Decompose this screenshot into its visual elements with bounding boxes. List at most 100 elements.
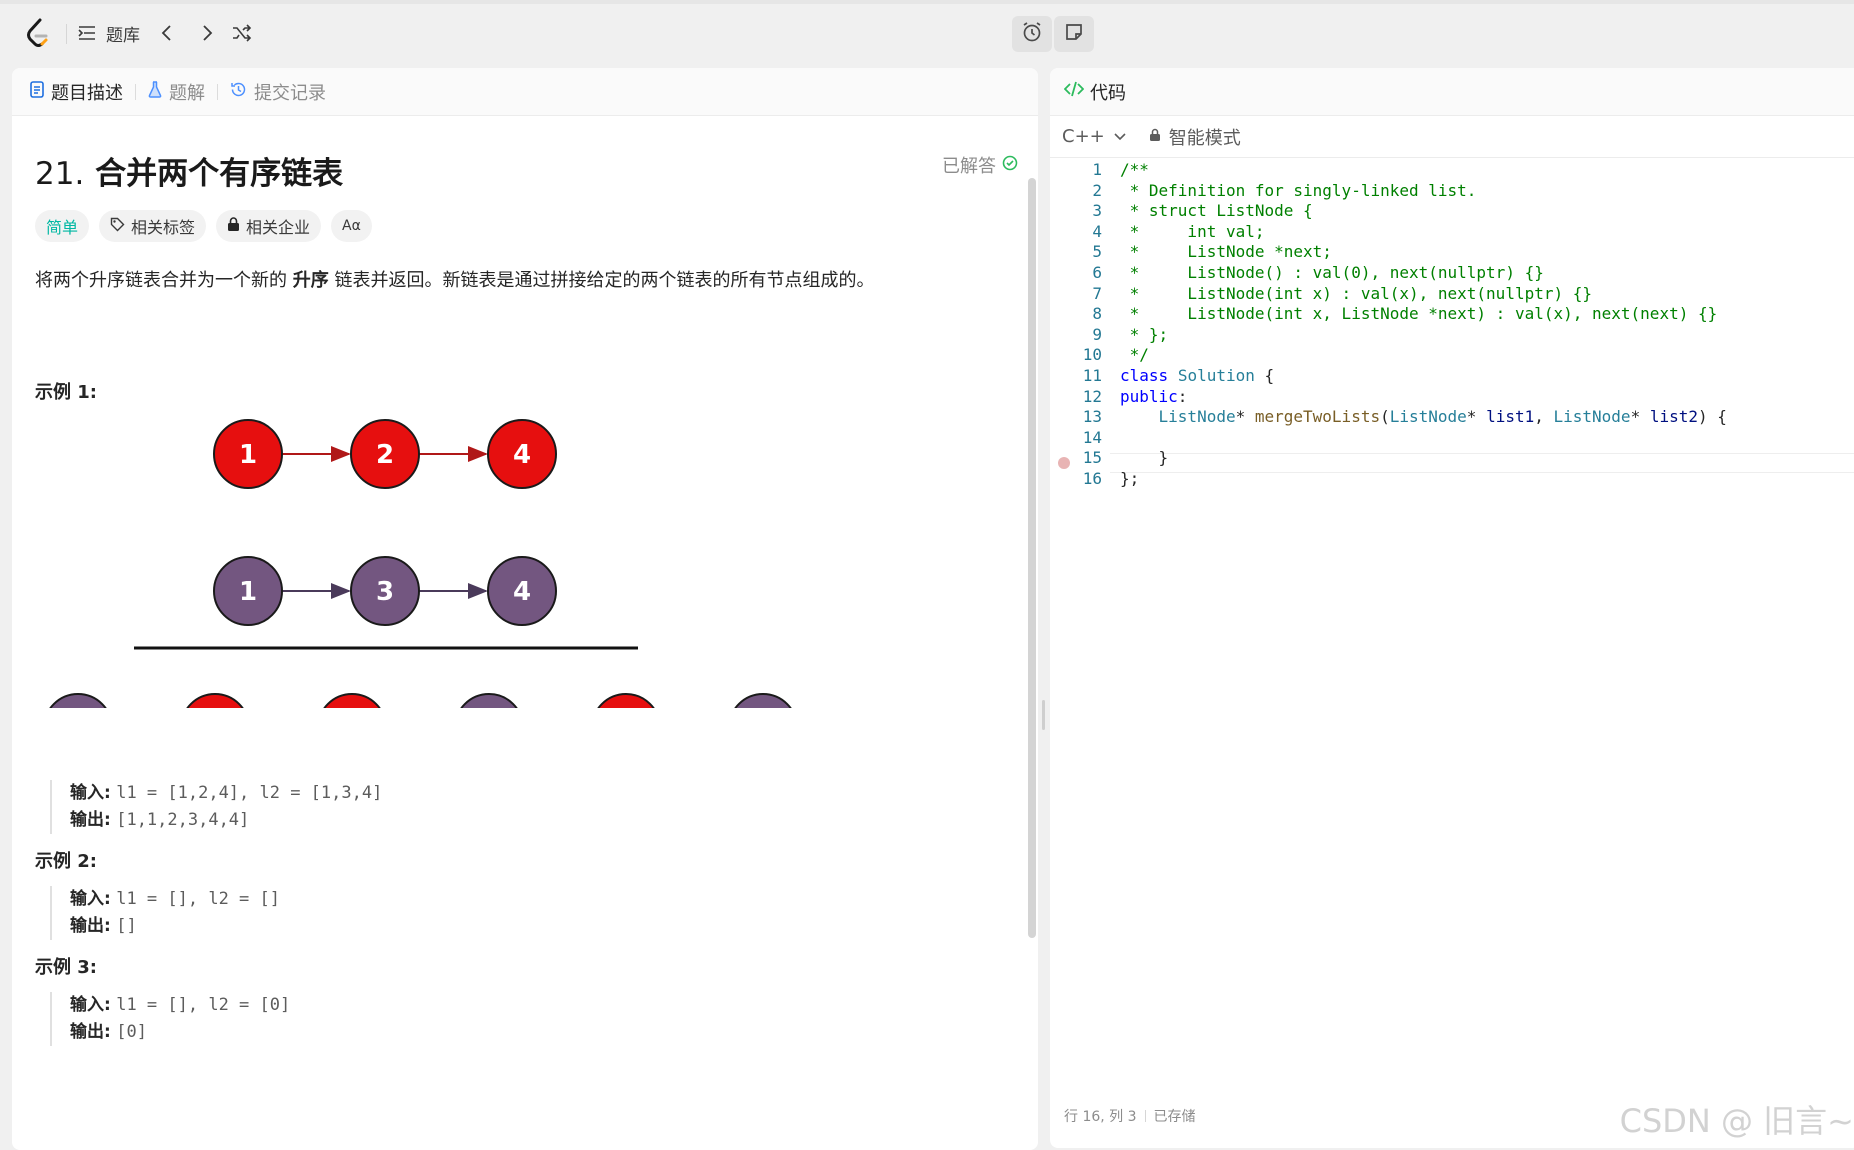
- chevron-right-icon: [200, 24, 214, 42]
- line-number: 8: [1092, 304, 1102, 324]
- solved-status: 已解答: [942, 152, 1018, 178]
- leetcode-logo-icon[interactable]: [24, 18, 52, 48]
- line-number: 5: [1092, 242, 1102, 262]
- line-number: 4: [1092, 221, 1102, 241]
- tag-icon: [110, 217, 125, 236]
- list-icon: [78, 25, 96, 41]
- code-line: 7 * ListNode(int x) : val(x), next(nullp…: [1050, 284, 1854, 305]
- merged-node: [734, 693, 792, 708]
- code-text: * struct ListNode {: [1120, 201, 1313, 221]
- check-circle-icon: [1002, 155, 1018, 176]
- line-number: 6: [1092, 263, 1102, 282]
- merged-node: [186, 693, 244, 708]
- lock-icon: [1149, 126, 1161, 147]
- code-icon: [1063, 81, 1085, 102]
- merged-node: [323, 693, 381, 708]
- tab-submissions-label: 提交记录: [254, 82, 326, 104]
- line-number: 15: [1082, 448, 1102, 468]
- line-number: 11: [1082, 366, 1102, 385]
- merged-node: [597, 693, 655, 708]
- list1-node-label: 2: [376, 440, 394, 470]
- topic-tags-label: 相关标签: [131, 218, 196, 237]
- solved-label: 已解答: [942, 156, 996, 177]
- code-text: /**: [1120, 160, 1149, 179]
- code-text: * int val;: [1120, 221, 1265, 241]
- companies-button[interactable]: 相关企业: [216, 210, 322, 242]
- list1-node-label: 4: [513, 440, 531, 470]
- difficulty-badge: 简单: [35, 210, 90, 242]
- language-label: C++: [1062, 126, 1105, 147]
- font-icon: Aα: [342, 218, 361, 234]
- next-problem-button[interactable]: [200, 20, 214, 46]
- example-1-output: 输出: [1,1,2,3,4,4]: [70, 807, 382, 834]
- note-icon: [1064, 22, 1084, 46]
- output-value: []: [116, 916, 137, 936]
- description-scrollbar[interactable]: [1028, 178, 1036, 938]
- code-tabs: 代码: [1050, 68, 1854, 116]
- code-toolbar: C++ 智能模式: [1050, 116, 1854, 158]
- problem-list-button[interactable]: 题库: [78, 20, 140, 46]
- output-label: 输出:: [70, 916, 111, 936]
- tab-code-label[interactable]: 代码: [1090, 82, 1126, 104]
- list2-node: [350, 556, 420, 626]
- problem-title[interactable]: 21. 合并两个有序链表: [35, 148, 343, 193]
- language-select[interactable]: C++: [1062, 126, 1127, 147]
- input-label: 输入:: [70, 889, 111, 909]
- code-editor[interactable]: 1 /** 2 * Definition for singly-linked li…: [1050, 160, 1854, 1060]
- code-line: 10 */: [1050, 345, 1854, 366]
- code-line: 16};: [1050, 469, 1854, 490]
- breakpoint-marker[interactable]: [1058, 457, 1070, 469]
- example-1-block: 输入: l1 = [1,2,4], l2 = [1,3,4] 输出: [1,1,…: [50, 780, 382, 834]
- timer-button[interactable]: [1012, 16, 1052, 52]
- smart-mode-toggle[interactable]: 智能模式: [1149, 124, 1241, 150]
- description-panel: 题目描述 题解 提交记录 21. 合并两个有序链表 已解答 简单 相关: [12, 68, 1038, 1150]
- prev-problem-button[interactable]: [160, 20, 174, 46]
- tab-description[interactable]: 题目描述: [30, 79, 123, 105]
- tab-solutions[interactable]: 题解: [148, 79, 205, 105]
- code-line: 5 * ListNode *next;: [1050, 242, 1854, 263]
- line-number: 13: [1082, 407, 1102, 427]
- code-text: * ListNode(int x, ListNode *next) : val(…: [1120, 304, 1718, 324]
- font-size-button[interactable]: Aα: [331, 210, 372, 242]
- code-line: 15 }: [1050, 448, 1854, 469]
- input-value: l1 = [1,2,4], l2 = [1,3,4]: [116, 783, 383, 803]
- panel-resize-handle[interactable]: [1042, 700, 1045, 730]
- line-number: 1: [1092, 160, 1102, 179]
- smart-mode-label: 智能模式: [1168, 127, 1241, 149]
- code-line: 9 * };: [1050, 325, 1854, 346]
- list2-node-label: 3: [376, 577, 394, 607]
- shuffle-icon: [232, 24, 252, 42]
- code-text: };: [1120, 469, 1140, 488]
- code-line: 2 * Definition for singly-linked list.: [1050, 181, 1854, 202]
- input-value: l1 = [], l2 = [0]: [116, 995, 291, 1015]
- lock-icon: [227, 216, 240, 236]
- problem-number: 21.: [35, 156, 85, 192]
- linked-list-diagram: 124134112344: [49, 419, 792, 708]
- companies-label: 相关企业: [246, 218, 311, 237]
- example-2-block: 输入: l1 = [], l2 = [] 输出: []: [50, 886, 280, 940]
- list2-node-label: 1: [239, 577, 257, 607]
- input-label: 输入:: [70, 995, 111, 1015]
- topic-tags-button[interactable]: 相关标签: [99, 210, 207, 242]
- line-number: 10: [1082, 345, 1102, 365]
- list2-node: [213, 556, 283, 626]
- example-3-block: 输入: l1 = [], l2 = [0] 输出: [0]: [50, 992, 290, 1046]
- csdn-watermark: CSDN @ 旧言~: [1619, 1102, 1854, 1140]
- alarm-clock-icon: [1021, 21, 1043, 47]
- code-line: 13 ListNode* mergeTwoLists(ListNode* lis…: [1050, 407, 1854, 428]
- code-text: ListNode* mergeTwoLists(ListNode* list1,…: [1158, 407, 1727, 427]
- random-problem-button[interactable]: [232, 20, 252, 46]
- line-number: 3: [1092, 201, 1102, 221]
- code-line: 3 * struct ListNode {: [1050, 201, 1854, 222]
- output-value: [0]: [116, 1022, 147, 1042]
- tab-submissions[interactable]: 提交记录: [230, 79, 326, 105]
- history-icon: [230, 81, 247, 103]
- input-label: 输入:: [70, 783, 111, 803]
- line-number: 14: [1082, 427, 1102, 447]
- notes-button[interactable]: [1054, 16, 1094, 52]
- line-number: 2: [1092, 180, 1102, 200]
- code-line: 1 /**: [1050, 160, 1854, 181]
- code-text: */: [1120, 345, 1149, 365]
- example-1-heading: 示例 1:: [35, 382, 97, 403]
- code-text: * ListNode() : val(0), next(nullptr) {}: [1120, 263, 1544, 282]
